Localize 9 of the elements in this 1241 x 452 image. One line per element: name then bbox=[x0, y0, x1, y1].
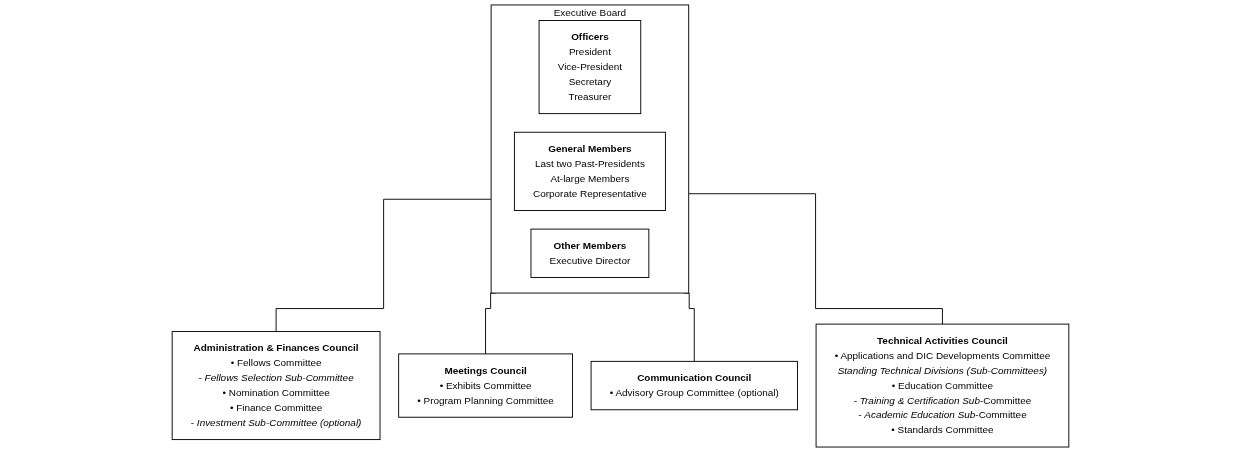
connector bbox=[275, 198, 492, 332]
node-box: Administration & Finances Council • Fellows Committee - Fellows Selection Sub-Committee • Nomination Committee • Finance Committee - Investment Sub-Committee (optional) bbox=[171, 331, 381, 441]
node-box: Other Members Executive Director bbox=[530, 228, 650, 278]
connector bbox=[688, 193, 943, 325]
node-box: Communication Council • Advisory Group Committee (optional) bbox=[590, 360, 798, 411]
node-box: General Members Last two Past-Presidents At-large Members Corporate Representative bbox=[513, 131, 666, 211]
node-box: Meetings Council • Exhibits Committee • Program Planning Committee bbox=[398, 353, 573, 418]
node-box: Technical Activities Council • Applications and DIC Developments Committee Standing Technical Divisions (Sub-Committees) • Education Committee - Training & Certification Sub-Committee - Academic Education Sub-Committee • Standards Committee bbox=[815, 323, 1070, 448]
node-box: Officers President Vice-President Secretary Treasurer bbox=[538, 20, 642, 115]
